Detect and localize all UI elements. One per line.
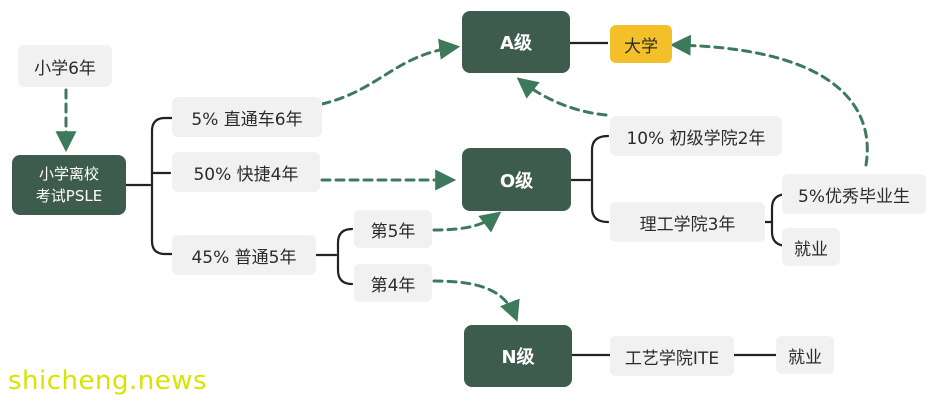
primary6-label: 小学6年 <box>34 58 96 79</box>
year5-label: 第5年 <box>370 221 416 242</box>
employment-label-1: 就业 <box>794 239 828 260</box>
express6-label: 5% 直通车6年 <box>191 109 303 130</box>
psle-label-line2: 考试PSLE <box>35 187 103 205</box>
watermark: shicheng.news <box>8 366 208 396</box>
express4-label: 50% 快捷4年 <box>193 164 299 185</box>
jc-box: 10% 初级学院2年 <box>610 116 782 156</box>
ite-label: 工艺学院ITE <box>624 348 720 369</box>
employment-label-2: 就业 <box>788 347 822 368</box>
poly-bracket <box>763 192 790 248</box>
jc-label: 10% 初级学院2年 <box>626 128 766 149</box>
poly-label: 理工学院3年 <box>639 214 736 235</box>
university-box: 大学 <box>610 25 672 63</box>
employment-box-1: 就业 <box>782 228 840 266</box>
a-level-box: A级 <box>462 11 570 73</box>
express4-box: 50% 快捷4年 <box>172 152 320 192</box>
primary6-box: 小学6年 <box>18 45 112 87</box>
poly-box: 理工学院3年 <box>610 202 765 242</box>
o-level-label: O级 <box>499 170 534 192</box>
normal5-box: 45% 普通5年 <box>172 235 316 275</box>
employment-box-2: 就业 <box>776 336 834 374</box>
year4-label: 第4年 <box>370 275 416 296</box>
top-grads-box: 5%优秀毕业生 <box>782 174 926 214</box>
express6-box: 5% 直通车6年 <box>172 97 322 137</box>
top-grads-label: 5%优秀毕业生 <box>798 186 910 207</box>
dashed-arrows <box>55 34 869 322</box>
year5-box: 第5年 <box>354 210 432 248</box>
n-level-label: N级 <box>501 347 535 368</box>
year4-box: 第4年 <box>354 264 432 302</box>
psle-bracket <box>124 116 174 256</box>
normal5-label: 45% 普通5年 <box>191 247 297 268</box>
olevel-bracket <box>569 134 610 224</box>
normal-bracket <box>314 227 354 286</box>
o-level-box: O级 <box>462 148 571 211</box>
university-label: 大学 <box>624 36 658 57</box>
ite-box: 工艺学院ITE <box>610 336 734 376</box>
a-level-label: A级 <box>500 33 532 54</box>
n-level-box: N级 <box>464 325 572 387</box>
psle-box: 小学离校 考试PSLE <box>12 155 126 215</box>
psle-label-line1: 小学离校 <box>38 165 99 183</box>
